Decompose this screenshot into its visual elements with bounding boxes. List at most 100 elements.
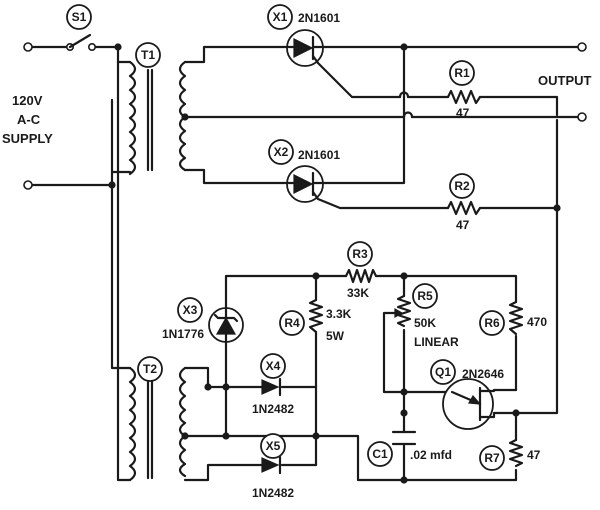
junction-dot (553, 204, 561, 212)
junction-dot (222, 432, 230, 440)
diode-x4-tag (260, 353, 286, 379)
resistor-r6-tag (479, 310, 505, 336)
potentiometer-r5: R5 50K LINEAR (391, 283, 459, 349)
resistor-r2: R2 47 (446, 173, 482, 232)
resistor-r7: R7 47 (479, 438, 541, 471)
resistor-r2-value: 47 (456, 218, 470, 232)
ujt-q1-emitter-arrow (468, 394, 482, 405)
diode-x5: X5 1N2482 (252, 433, 294, 500)
capacitor-c1-plates (391, 430, 417, 446)
junction-dot (400, 409, 408, 417)
resistor-r2-ref: R2 (454, 179, 470, 193)
resistor-r2-tag (449, 173, 475, 199)
resistor-r1-ref: R1 (454, 66, 470, 80)
supply-label-line3: SUPPLY (2, 131, 53, 146)
capacitor-c1-value: .02 mfd (410, 448, 452, 462)
scr-x1-tag (267, 4, 293, 30)
ujt-q1-part: 2N2646 (462, 367, 504, 381)
potentiometer-r5-wiper-arrow (394, 307, 404, 319)
output-terminal-top (577, 42, 587, 52)
junction-dot (204, 383, 212, 391)
t1-secondary-coil (178, 60, 187, 172)
wiring (30, 45, 580, 482)
junction-dot (312, 272, 320, 280)
zener-x3-part: 1N1776 (162, 327, 204, 341)
scr-x1-gate (311, 54, 320, 65)
capacitor-c1-tag (367, 441, 393, 467)
ujt-q1-ref: Q1 (435, 365, 451, 379)
resistor-r6-zigzag (508, 300, 524, 336)
potentiometer-r5-ref: R5 (417, 289, 433, 303)
junction-dot (312, 432, 320, 440)
crossover-hop (398, 91, 410, 99)
ac-input-terminal-bottom (23, 180, 33, 190)
scr-x2-ref: X2 (274, 145, 289, 159)
potentiometer-r5-tag (412, 283, 438, 309)
resistor-r7-zigzag (508, 438, 524, 468)
ujt-q1: Q1 2N2646 (430, 359, 518, 430)
scr-x1-ref: X1 (273, 10, 288, 24)
switch-s1: S1 (66, 4, 97, 51)
diode-x5-tag (260, 433, 286, 459)
switch-contact (88, 42, 97, 51)
ujt-q1-envelope (442, 378, 494, 430)
resistor-r4-rating: 5W (326, 329, 345, 343)
junction-dot (400, 43, 408, 51)
diode-x4-triangle (261, 379, 280, 395)
zener-x3-ref: X3 (183, 303, 198, 317)
diode-x5-part: 1N2482 (252, 486, 294, 500)
diode-x4-part: 1N2482 (252, 402, 294, 416)
t1-core (146, 68, 154, 172)
resistor-r1-value: 47 (456, 106, 470, 120)
scr-x2-tag (268, 139, 294, 165)
zener-x3-tag (177, 297, 203, 323)
resistor-r3: R3 33K (344, 241, 378, 300)
scr-x2: X2 2N1601 (268, 139, 340, 203)
transformer-t2-tag (137, 356, 163, 382)
diode-x5-triangle (261, 457, 280, 473)
scr-x2-gate (311, 190, 320, 201)
supply-label: 120V A-C SUPPLY (2, 93, 53, 146)
resistor-r6-ref: R6 (484, 316, 500, 330)
capacitor-c1-ref: C1 (372, 447, 388, 461)
transformer-t2: T2 (128, 356, 187, 482)
scr-x1-part: 2N1601 (298, 11, 340, 25)
resistor-r3-zigzag (344, 268, 378, 284)
resistor-r3-ref: R3 (352, 247, 368, 261)
t2-secondary-coil (178, 366, 187, 478)
scr-x2-part: 2N1601 (298, 148, 340, 162)
resistor-r7-tag (479, 445, 505, 471)
resistor-r3-value: 33K (347, 286, 369, 300)
resistor-r3-tag (347, 241, 373, 267)
crossover-hop (402, 111, 414, 119)
resistor-r4-ref: R4 (284, 316, 300, 330)
resistor-r6-value: 470 (527, 315, 547, 329)
transformer-t1-ref: T1 (141, 48, 155, 62)
switch-blade (68, 33, 92, 49)
output-terminal-bottom (577, 112, 587, 122)
resistor-r6: R6 470 (479, 300, 547, 336)
resistor-r7-ref: R7 (484, 451, 500, 465)
diode-x4: X4 1N2482 (252, 353, 294, 416)
t2-primary-coil (128, 366, 137, 482)
supply-label-line1: 120V (12, 93, 43, 108)
junction-dot (114, 43, 122, 51)
output-label: OUTPUT (538, 73, 592, 88)
resistor-r4-zigzag (308, 298, 324, 334)
junction-dot (400, 476, 408, 484)
junction-dot (400, 388, 408, 396)
potentiometer-r5-zigzag (396, 294, 412, 328)
transformer-t2-ref: T2 (143, 362, 157, 376)
zener-x3: X3 1N1776 (162, 297, 244, 344)
scr-x1: X1 2N1601 (267, 4, 340, 67)
resistor-r4-value: 3.3K (326, 307, 352, 321)
resistor-r4: R4 3.3K 5W (279, 298, 352, 343)
ujt-q1-base-leads (478, 388, 518, 419)
transformer-t1: T1 (128, 42, 187, 176)
capacitor-c1: C1 .02 mfd (367, 430, 452, 467)
potentiometer-r5-value: 50K (414, 316, 436, 330)
resistor-r2-zigzag (446, 200, 482, 216)
junction-dot (400, 272, 408, 280)
resistor-r7-value: 47 (527, 448, 541, 462)
t1-primary-coil (128, 60, 137, 176)
